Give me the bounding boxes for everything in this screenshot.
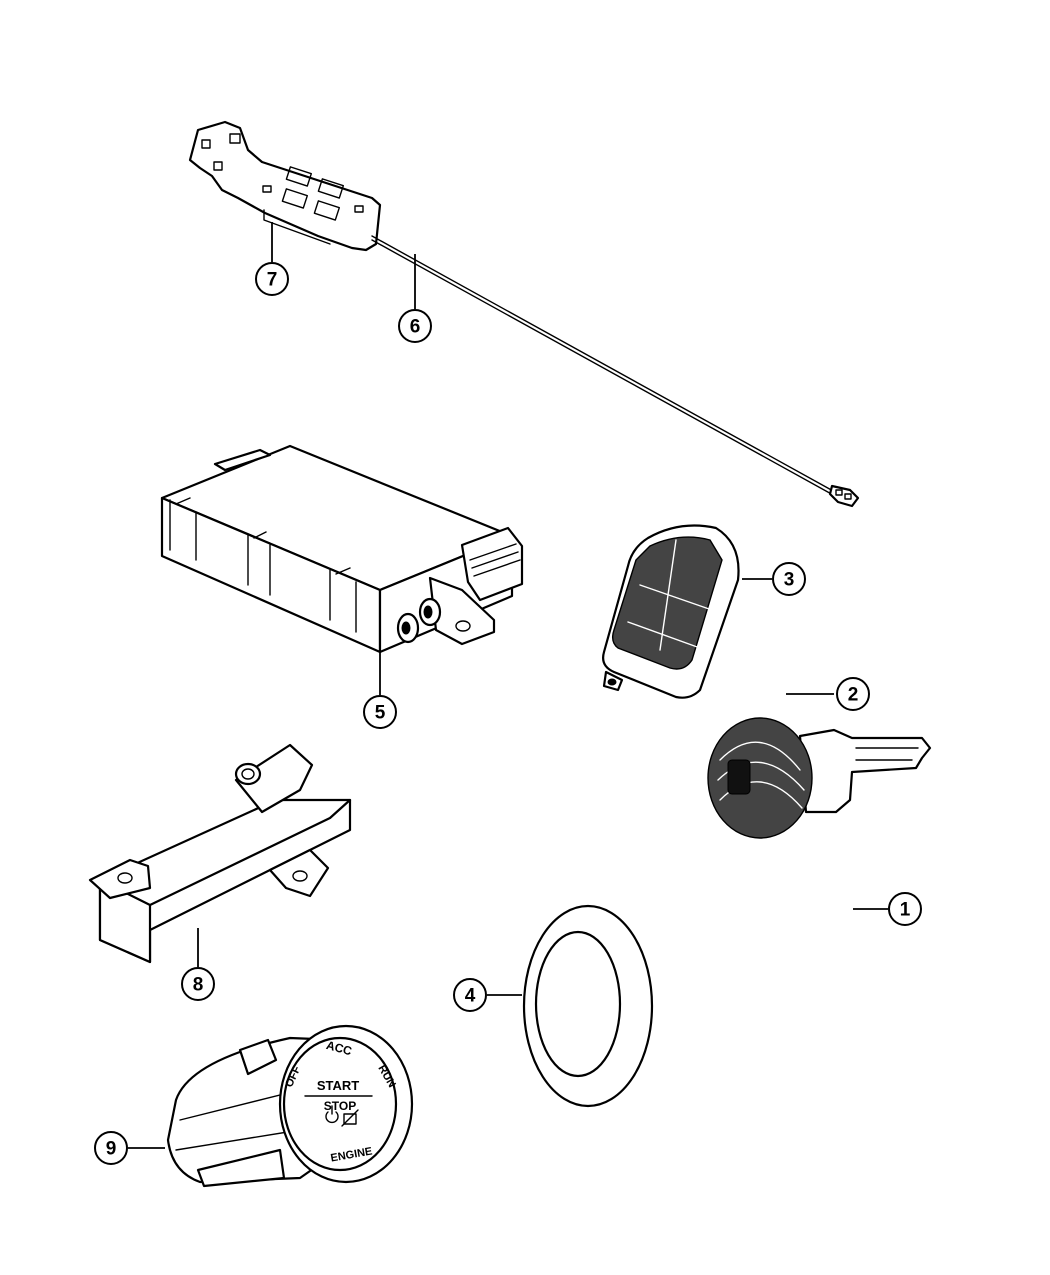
callout-8: 8: [181, 967, 215, 1001]
callout-5-label: 5: [375, 703, 386, 724]
antenna-bracket: [188, 120, 382, 252]
key-fob: [602, 524, 740, 699]
engine-stop-icon: [341, 1109, 359, 1127]
power-icon: [325, 1105, 339, 1124]
callout-9-label: 9: [106, 1139, 117, 1160]
callout-7: 7: [255, 262, 289, 296]
callout-8-label: 8: [193, 975, 204, 996]
antenna-module: [88, 743, 352, 964]
leader-lines: [128, 222, 888, 1149]
dial-label-start: START: [317, 1078, 359, 1093]
ignition-switch: ACC OFF RUN START STOP ENGINE: [166, 1024, 414, 1188]
callout-1: 1: [888, 892, 922, 926]
callout-1-label: 1: [900, 900, 911, 921]
dial-label-acc: ACC: [325, 1038, 354, 1058]
callout-4: 4: [453, 978, 487, 1012]
callout-3-label: 3: [784, 570, 795, 591]
callout-5: 5: [363, 695, 397, 729]
dial-label-stop: STOP: [324, 1099, 356, 1113]
callout-3: 3: [772, 562, 806, 596]
callout-6: 6: [398, 309, 432, 343]
antenna-cable: [371, 235, 860, 508]
control-module: [160, 444, 524, 654]
mechanical-key: [707, 717, 932, 839]
callout-4-label: 4: [465, 986, 476, 1007]
callout-2-label: 2: [848, 685, 859, 706]
callout-9: 9: [94, 1131, 128, 1165]
callout-6-label: 6: [410, 317, 421, 338]
callout-2: 2: [836, 677, 870, 711]
trim-ring: [522, 904, 654, 1108]
callout-7-label: 7: [267, 270, 278, 291]
